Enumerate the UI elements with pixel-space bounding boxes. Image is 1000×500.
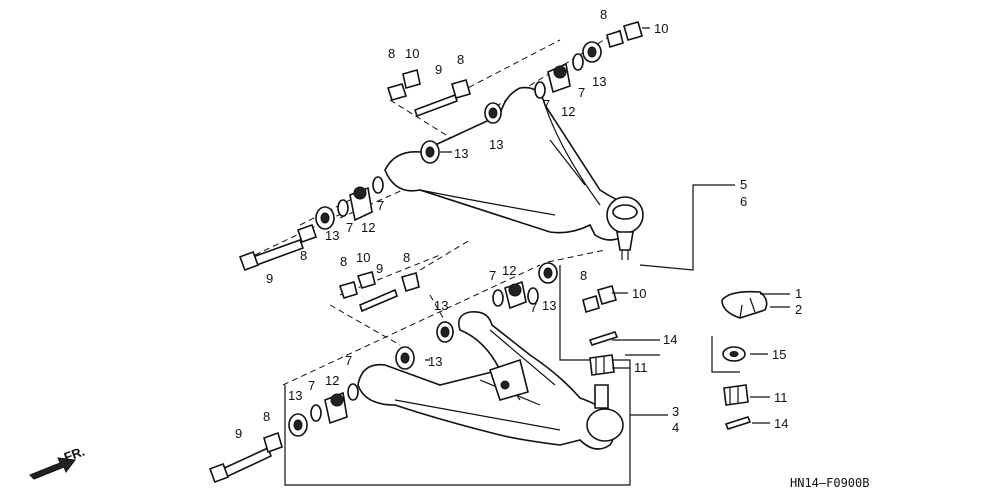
callout-7: 7 xyxy=(543,97,550,112)
front-direction-indicator: FR. xyxy=(29,444,87,480)
callout-4: 4 xyxy=(672,420,679,435)
callout-13: 13 xyxy=(325,228,339,243)
callout-7: 7 xyxy=(530,300,537,315)
callout-12: 12 xyxy=(325,373,339,388)
callout-13: 13 xyxy=(592,74,606,89)
leader-lines xyxy=(425,27,790,424)
callout-13: 13 xyxy=(428,354,442,369)
callout-8: 8 xyxy=(600,7,607,22)
callout-11: 11 xyxy=(634,360,648,375)
side-parts xyxy=(588,290,768,430)
callout-7: 7 xyxy=(377,198,384,213)
callout-7: 7 xyxy=(578,85,585,100)
callout-3: 3 xyxy=(672,404,679,419)
callout-1: 1 xyxy=(795,286,802,301)
callout-labels: 8 10 13 12 7 7 13 8 10 9 8 13 7 7 12 13 … xyxy=(235,7,802,441)
callout-7: 7 xyxy=(346,220,353,235)
callout-13: 13 xyxy=(288,388,302,403)
callout-6: 6 xyxy=(740,194,747,209)
callout-10: 10 xyxy=(654,21,668,36)
callout-13: 13 xyxy=(542,298,556,313)
callout-2: 2 xyxy=(795,302,802,317)
callout-10: 10 xyxy=(405,46,419,61)
callout-5: 5 xyxy=(740,177,747,192)
callout-8: 8 xyxy=(388,46,395,61)
front-arrow-icon xyxy=(29,457,76,480)
callout-8: 8 xyxy=(263,409,270,424)
callout-7: 7 xyxy=(345,353,352,368)
upper-arm-group xyxy=(239,21,735,271)
callout-7: 7 xyxy=(489,268,496,283)
diagram-code: HN14—F0900B xyxy=(790,476,869,490)
front-label: FR. xyxy=(62,444,87,465)
callout-8: 8 xyxy=(457,52,464,67)
callout-7: 7 xyxy=(308,378,315,393)
lower-arm-group xyxy=(209,239,668,486)
callout-15: 15 xyxy=(772,347,786,362)
callout-9: 9 xyxy=(435,62,442,77)
callout-13: 13 xyxy=(454,146,468,161)
callout-8: 8 xyxy=(340,254,347,269)
callout-14: 14 xyxy=(663,332,677,347)
callout-12: 12 xyxy=(502,263,516,278)
callout-10: 10 xyxy=(632,286,646,301)
callout-8: 8 xyxy=(403,250,410,265)
callout-12: 12 xyxy=(561,104,575,119)
callout-9: 9 xyxy=(266,271,273,286)
callout-12: 12 xyxy=(361,220,375,235)
callout-8: 8 xyxy=(300,248,307,263)
callout-9: 9 xyxy=(235,426,242,441)
callout-10: 10 xyxy=(356,250,370,265)
callout-11: 11 xyxy=(774,390,788,405)
callout-14: 14 xyxy=(774,416,788,431)
callout-9: 9 xyxy=(376,261,383,276)
callout-13: 13 xyxy=(489,137,503,152)
callout-13: 13 xyxy=(434,298,448,313)
callout-8: 8 xyxy=(580,268,587,283)
